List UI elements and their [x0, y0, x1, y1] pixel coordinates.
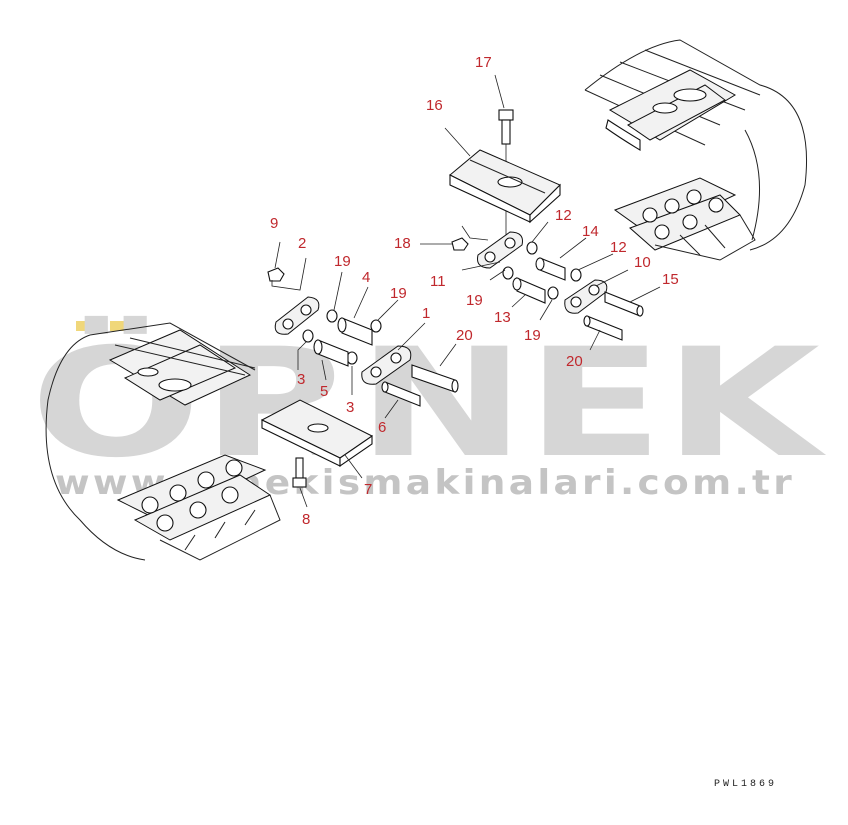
nut-9	[267, 267, 285, 282]
callout-9: 9	[270, 215, 278, 232]
callout-20-b: 20	[566, 353, 583, 370]
callout-7: 7	[364, 481, 372, 498]
seal-19b	[547, 286, 559, 300]
pin-6	[381, 381, 421, 407]
callout-19-a: 19	[334, 253, 351, 270]
callout-15: 15	[662, 271, 679, 288]
seal-19c	[326, 309, 338, 323]
callout-16: 16	[426, 97, 443, 114]
callout-14: 14	[582, 223, 599, 240]
bushing-14	[535, 257, 566, 281]
callout-3-a: 3	[297, 371, 305, 388]
callout-2: 2	[298, 235, 306, 252]
callout-19-b: 19	[390, 285, 407, 302]
watermark-accent-left	[76, 321, 102, 331]
callout-12-lower: 12	[610, 239, 627, 256]
link-2	[274, 296, 320, 335]
seal-19d	[370, 319, 382, 333]
exploded-parts	[260, 109, 644, 488]
seal-12a	[526, 241, 538, 255]
seal-19a	[502, 266, 514, 280]
seal-3a	[302, 329, 314, 343]
pin-15	[604, 291, 644, 317]
callout-13: 13	[494, 309, 511, 326]
bushing-4	[337, 317, 373, 346]
bolt-8	[292, 457, 307, 488]
track-assembly-lower-left	[45, 322, 281, 561]
pin-20a	[411, 364, 459, 393]
nut-18	[451, 237, 469, 251]
pin-20b	[583, 315, 623, 341]
seal-12b	[570, 268, 582, 282]
bushing-5	[313, 339, 349, 367]
drawing-code: PWL1869	[714, 779, 777, 790]
callout-3-b: 3	[346, 399, 354, 416]
callout-5: 5	[320, 383, 328, 400]
leader-lines	[271, 74, 661, 508]
link-11	[477, 231, 523, 269]
callout-6: 6	[378, 419, 386, 436]
callout-20-a: 20	[456, 327, 473, 344]
shoe-plate-16	[449, 149, 561, 224]
callout-12-upper: 12	[555, 207, 572, 224]
bolt-17	[498, 109, 514, 145]
watermark-accent-right	[110, 321, 144, 331]
callout-18: 18	[394, 235, 411, 252]
bushing-13	[512, 277, 546, 304]
callout-19-d: 19	[524, 327, 541, 344]
callout-10: 10	[634, 254, 651, 271]
callout-19-c: 19	[466, 292, 483, 309]
callout-8: 8	[302, 511, 310, 528]
link-10	[564, 279, 608, 314]
callout-1: 1	[422, 305, 430, 322]
callout-11: 11	[430, 273, 446, 290]
callout-4: 4	[362, 269, 370, 286]
callout-17: 17	[475, 54, 492, 71]
track-assembly-upper-right	[584, 39, 808, 261]
callouts: 17 16 9 2 18 12 14 12 10 15 19 4 19 11 1…	[270, 54, 679, 528]
link-1	[361, 345, 412, 385]
